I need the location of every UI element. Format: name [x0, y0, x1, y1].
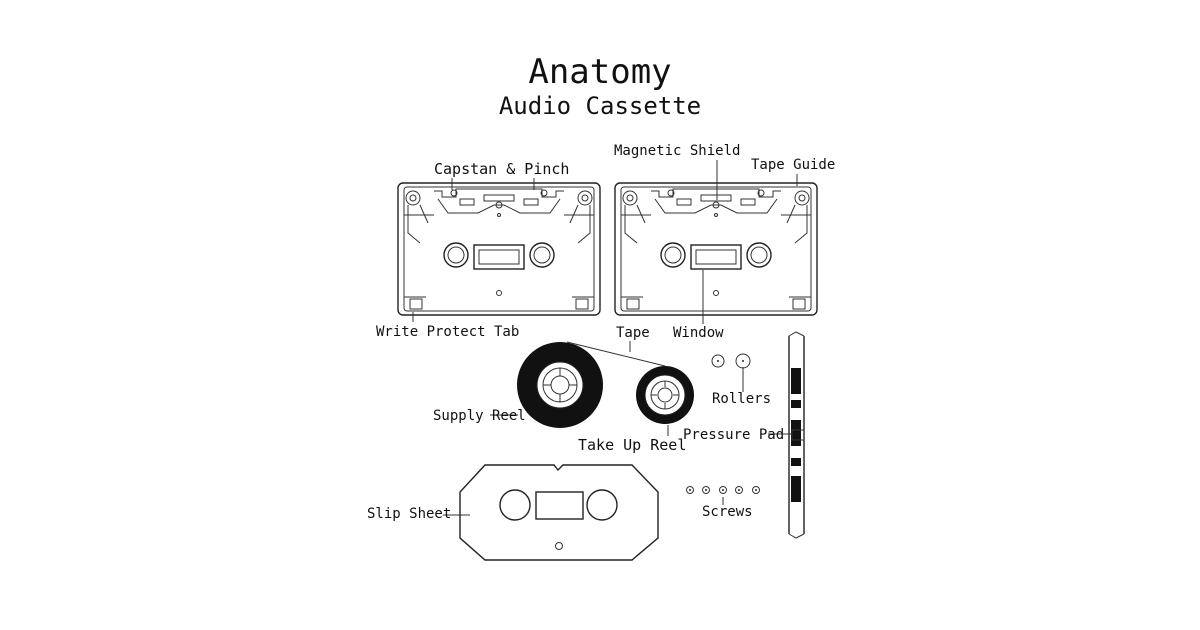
label-write-protect-tab: Write Protect Tab — [376, 324, 520, 340]
label-tape-guide: Tape Guide — [751, 157, 836, 173]
diagram-title: Anatomy — [528, 52, 672, 92]
supply-reel — [517, 342, 603, 428]
label-capstan-pinch: Capstan & Pinch — [434, 160, 570, 178]
cassette-front — [397, 182, 601, 316]
tape-strand — [566, 341, 666, 367]
label-rollers: Rollers — [712, 391, 772, 407]
take-up-reel — [636, 366, 694, 424]
cassette-back — [614, 182, 818, 316]
label-supply-reel: Supply Reel — [433, 408, 526, 424]
label-window: Window — [673, 325, 724, 341]
label-screws: Screws — [702, 504, 753, 520]
label-slip-sheet: Slip Sheet — [367, 506, 452, 522]
label-magnetic-shield: Magnetic Shield — [614, 143, 741, 159]
label-pressure-pad: Pressure Pad — [683, 427, 785, 443]
slip-sheet — [459, 464, 659, 561]
diagram-subtitle: Audio Cassette — [498, 92, 702, 120]
label-tape: Tape — [616, 325, 650, 341]
cassette-side-view — [788, 331, 805, 539]
leader-lines — [412, 160, 798, 516]
screws — [686, 486, 760, 494]
rollers — [711, 353, 751, 369]
label-take-up-reel: Take Up Reel — [578, 436, 687, 454]
